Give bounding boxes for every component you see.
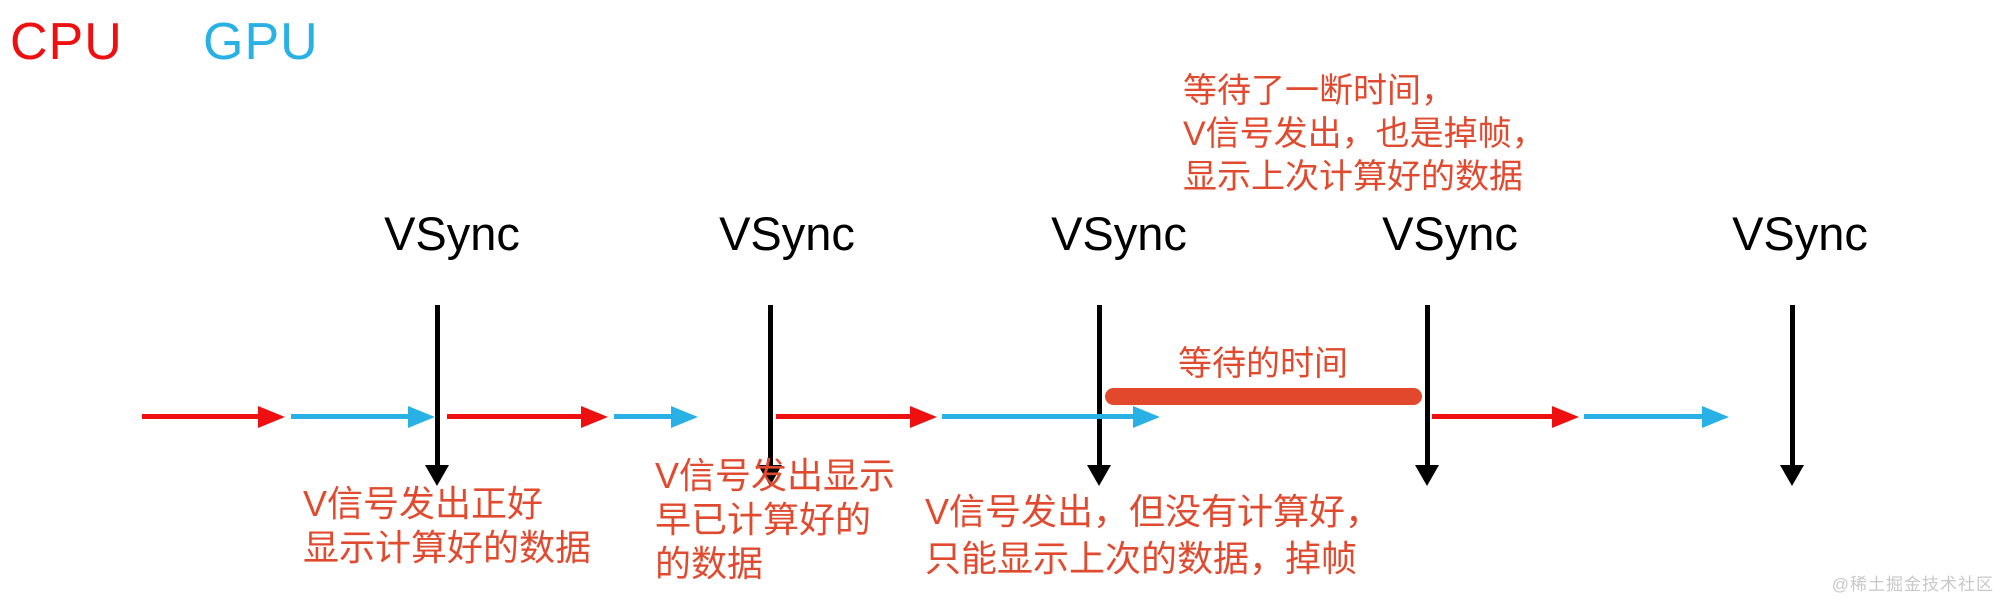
annotation-vsync2-already-computed: V信号发出显示 早已计算好的 的数据 [655, 455, 896, 584]
vsync-label-2: VSync [719, 207, 855, 260]
vsync-label-1: VSync [384, 207, 520, 260]
gpu-arrowhead-icon [408, 406, 435, 428]
gpu-arrow [291, 406, 435, 428]
vsync-label-3: VSync [1051, 207, 1187, 260]
vsync-line-5 [1790, 305, 1795, 465]
cpu-arrowhead-icon [1552, 406, 1579, 428]
gpu-arrow [942, 406, 1160, 428]
watermark-juejin: @稀土掘金技术社区 [1831, 575, 1994, 594]
cpu-arrow-shaft [776, 414, 913, 419]
cpu-arrow [1432, 406, 1579, 428]
cpu-legend-label: CPU [10, 13, 123, 71]
cpu-arrow [776, 406, 937, 428]
vsync-line-arrowhead-icon [1087, 465, 1111, 486]
gpu-arrowhead-icon [1702, 406, 1729, 428]
cpu-arrow [447, 406, 608, 428]
cpu-arrow-shaft [447, 414, 584, 419]
vsync-line-4 [1425, 305, 1430, 465]
vsync-line-3 [1097, 305, 1102, 465]
cpu-arrow [142, 406, 285, 428]
gpu-arrow [614, 406, 698, 428]
cpu-arrowhead-icon [581, 406, 608, 428]
vsync-line-1 [435, 305, 440, 465]
gpu-legend-label: GPU [203, 13, 319, 71]
wait-time-label: 等待的时间 [1178, 345, 1348, 383]
vsync-line-arrowhead-icon [1780, 465, 1804, 486]
vsync-line-2 [768, 305, 773, 465]
gpu-arrow-shaft [614, 414, 674, 419]
cpu-arrow-shaft [1432, 414, 1555, 419]
vsync-label-5: VSync [1732, 207, 1868, 260]
annotation-waited-dropped-frame: 等待了一断时间， V信号发出，也是掉帧， 显示上次计算好的数据 [1183, 72, 1546, 196]
gpu-arrow-shaft [942, 414, 1136, 419]
gpu-arrow-shaft [291, 414, 411, 419]
vsync-line-arrowhead-icon [425, 465, 449, 486]
gpu-arrowhead-icon [671, 406, 698, 428]
vsync-line-arrowhead-icon [1415, 465, 1439, 486]
gpu-arrowhead-icon [1133, 406, 1160, 428]
vsync-line-arrowhead-icon [758, 465, 782, 486]
gpu-arrow [1584, 406, 1729, 428]
vsync-label-4: VSync [1382, 207, 1518, 260]
wait-time-bar [1105, 388, 1422, 405]
annotation-vsync3-not-ready-dropped: V信号发出，但没有计算好， 只能显示上次的数据，掉帧 [925, 491, 1382, 579]
cpu-arrow-shaft [142, 414, 261, 419]
annotation-vsync1-on-time: V信号发出正好 显示计算好的数据 [303, 483, 592, 568]
cpu-arrowhead-icon [258, 406, 285, 428]
gpu-arrow-shaft [1584, 414, 1705, 419]
cpu-arrowhead-icon [910, 406, 937, 428]
